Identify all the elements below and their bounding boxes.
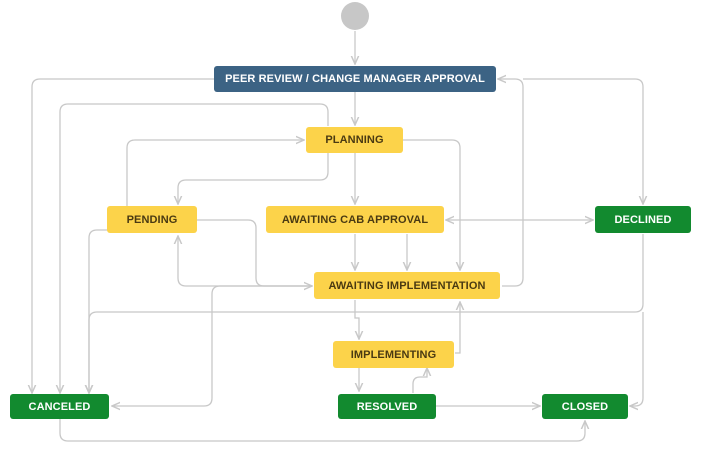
status-label: PEER REVIEW / CHANGE MANAGER APPROVAL <box>225 73 485 85</box>
transition-planning-to-pending <box>178 153 329 204</box>
transition-declined-to-closed <box>630 312 644 406</box>
status-peer-review[interactable]: PEER REVIEW / CHANGE MANAGER APPROVAL <box>214 66 496 92</box>
status-planning[interactable]: PLANNING <box>306 127 403 153</box>
status-label: IMPLEMENTING <box>350 348 437 361</box>
status-awaiting-cab-approval[interactable]: AWAITING CAB APPROVAL <box>266 206 444 233</box>
transition-awaiting-impl-to-pending <box>178 236 312 287</box>
status-awaiting-implementation[interactable]: AWAITING IMPLEMENTATION <box>314 272 500 299</box>
status-label: AWAITING IMPLEMENTATION <box>328 279 486 292</box>
transition-planning-to-canceled <box>60 103 329 393</box>
status-declined[interactable]: DECLINED <box>595 206 691 233</box>
status-pending[interactable]: PENDING <box>107 206 197 233</box>
transition-peer-review-to-declined <box>523 78 643 204</box>
status-canceled[interactable]: CANCELED <box>10 394 109 419</box>
status-label: DECLINED <box>614 213 672 226</box>
transition-canceled-to-closed <box>59 419 585 442</box>
transition-pending-to-canceled <box>89 229 107 393</box>
status-label: CANCELED <box>28 400 91 413</box>
start-node[interactable] <box>341 2 369 30</box>
transition-resolved-to-implementing <box>412 368 427 393</box>
status-label: PENDING <box>126 213 178 226</box>
status-implementing[interactable]: IMPLEMENTING <box>333 341 454 368</box>
transition-awaiting-impl-to-canceled <box>112 285 312 406</box>
transition-declined-to-canceled <box>89 234 644 393</box>
status-label: AWAITING CAB APPROVAL <box>281 213 429 226</box>
transition-planning-to-awaiting-impl <box>403 139 460 270</box>
transition-peer-review-to-canceled <box>32 78 214 393</box>
status-label: PLANNING <box>325 134 384 146</box>
transition-awaiting-impl-to-implementing <box>354 300 359 339</box>
status-label: RESOLVED <box>356 400 418 413</box>
transition-pending-to-planning <box>126 140 304 206</box>
transition-implementing-to-awaiting-impl <box>455 302 460 354</box>
status-closed[interactable]: CLOSED <box>542 394 628 419</box>
status-resolved[interactable]: RESOLVED <box>338 394 436 419</box>
transition-awaiting-impl-to-peer-review <box>498 79 524 287</box>
status-label: CLOSED <box>561 400 609 413</box>
